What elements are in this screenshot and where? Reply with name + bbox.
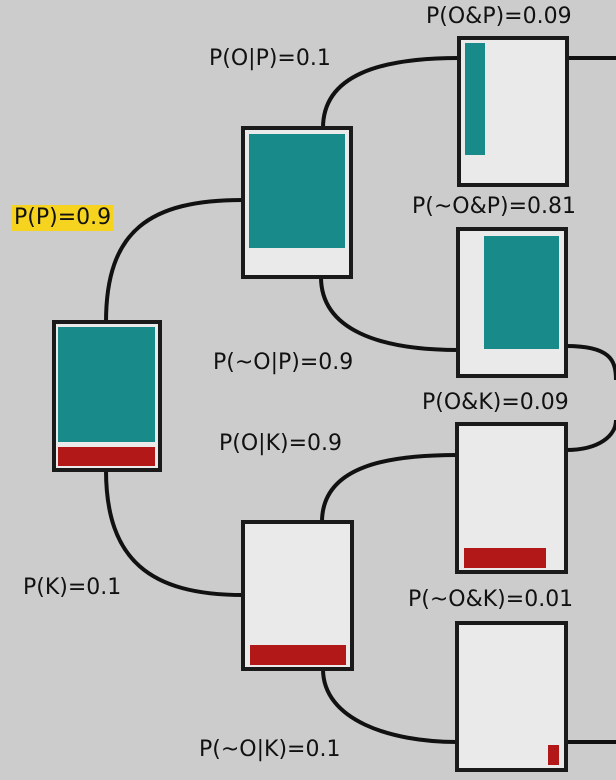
- o-and-k-box: [455, 422, 568, 574]
- root-box: [52, 320, 162, 472]
- o-and-k-fill: [464, 548, 546, 568]
- k-box-fill: [250, 645, 346, 665]
- o-given-p-label: P(O|P)=0.1: [209, 46, 331, 71]
- tree-edges: [104, 56, 616, 744]
- edge-k-to-ok: [320, 453, 458, 523]
- p-prior-label: P(P)=0.9: [12, 205, 114, 231]
- not-o-and-p-label: P(~O&P)=0.81: [412, 194, 577, 219]
- edge-notop-offscreen: [565, 344, 616, 381]
- o-and-p-fill: [465, 43, 485, 155]
- root-k-fill: [58, 447, 155, 466]
- p-box: [241, 126, 353, 279]
- edge-p-to-op: [321, 56, 460, 129]
- p-box-fill: [249, 134, 345, 248]
- not-o-and-p-box: [456, 227, 568, 378]
- not-o-given-p-label: P(~O|P)=0.9: [213, 350, 354, 375]
- not-o-given-k-label: P(~O|K)=0.1: [199, 737, 341, 762]
- edge-ok-offscreen: [565, 419, 616, 452]
- k-box: [241, 520, 354, 671]
- edge-p-to-notop: [319, 276, 459, 352]
- root-p-fill: [58, 327, 155, 442]
- o-and-p-label: P(O&P)=0.09: [426, 4, 572, 29]
- not-o-and-k-label: P(~O&K)=0.01: [408, 587, 574, 612]
- edge-root-to-k: [104, 469, 244, 597]
- o-and-k-label: P(O&K)=0.09: [422, 390, 569, 415]
- edge-root-to-p: [104, 198, 244, 323]
- not-o-and-k-box: [455, 621, 568, 772]
- not-o-and-p-fill: [484, 236, 559, 349]
- k-prior-label: P(K)=0.1: [23, 575, 122, 600]
- o-given-k-label: P(O|K)=0.9: [219, 431, 343, 456]
- o-and-p-box: [457, 36, 569, 187]
- edge-k-to-notok: [321, 668, 458, 744]
- not-o-and-k-fill: [548, 745, 559, 765]
